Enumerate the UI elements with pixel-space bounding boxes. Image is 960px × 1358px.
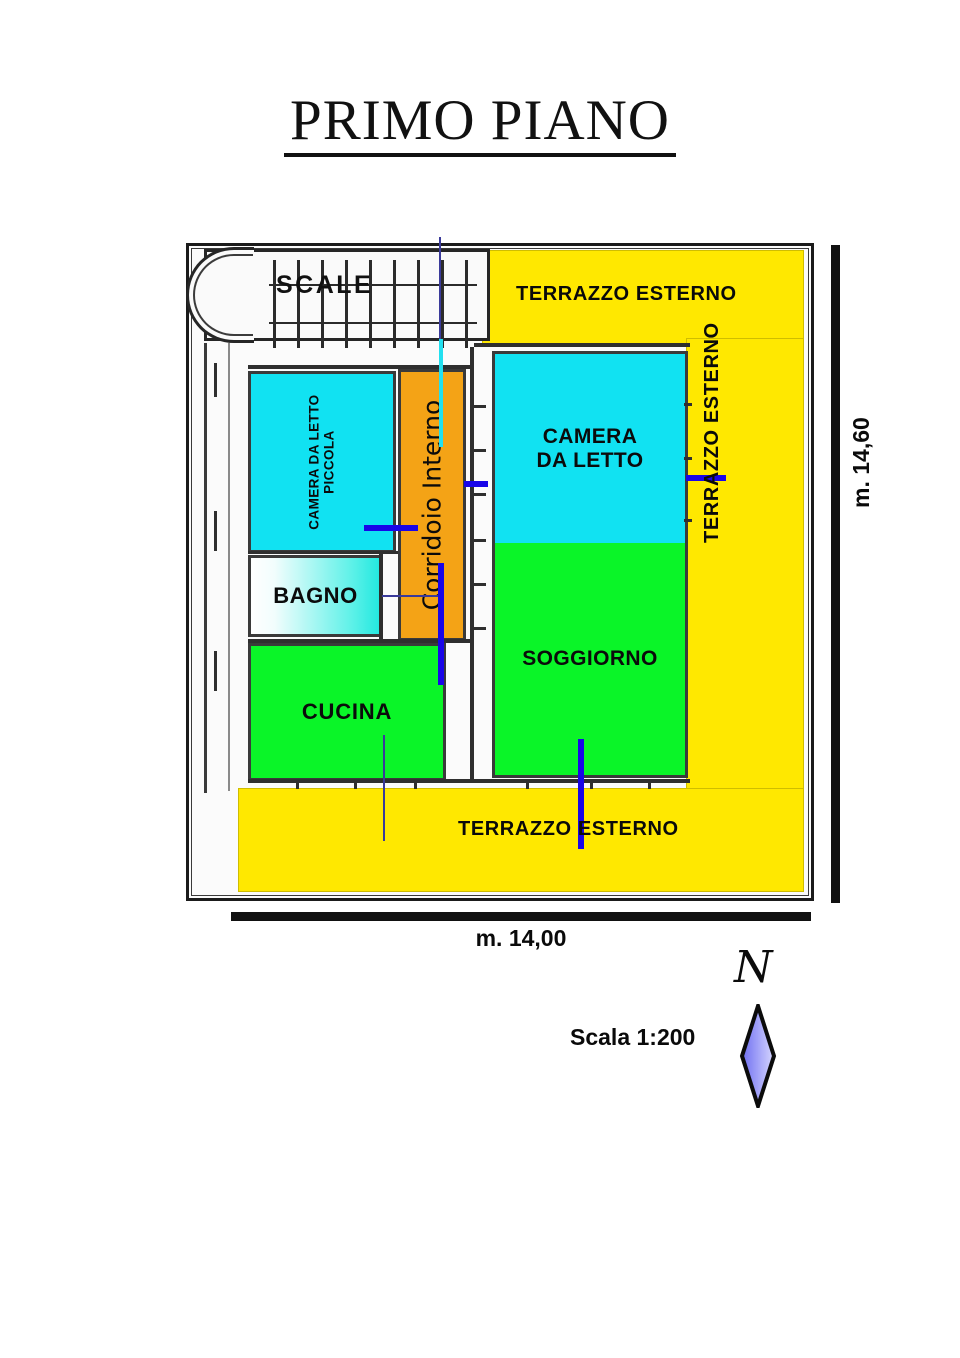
wall-window-mark [214,511,217,551]
opening-marker-cucina [383,735,385,841]
wall-window-mark [472,449,486,452]
wall-segment [248,365,470,369]
opening-marker-stairs [439,237,441,339]
wall-segment [414,779,417,789]
wall-window-mark [684,519,692,522]
door-marker-corridoio-bottom [438,563,444,685]
wall-segment [248,551,398,554]
north-letter: N [734,942,773,993]
wall-segment [354,779,357,789]
terrace-area-bottom [238,788,804,892]
door-marker-soggiorno [578,739,584,849]
door-marker-camera-right [686,475,726,481]
dimension-label-height: m. 14,60 [848,417,874,508]
wall-window-mark [684,457,692,460]
room-cucina[interactable]: CUCINA [248,643,446,781]
wall-segment [470,347,474,783]
room-soggiorno[interactable]: SOGGIORNO [492,543,688,778]
floor-plan-drawing: SCALE CAMERA DA LETTO PICCOLA BAGNO Corr… [186,237,818,905]
terrace-area-top [482,250,804,346]
north-arrow-icon [739,1004,777,1108]
terrace-area-right [686,338,804,798]
north-indicator: N [726,942,790,1108]
door-marker-bagno [382,595,440,597]
page-title: PRIMO PIANO [0,88,960,157]
wall-window-mark [214,651,217,691]
door-marker-corridoio-right [464,481,488,487]
room-corridoio-interno[interactable]: Corridoio Interno [398,369,466,641]
wall-window-mark [472,405,486,408]
room-label: CUCINA [301,698,393,724]
wall-window-mark [472,627,486,630]
room-label: SOGGIORNO [522,647,658,671]
terrace-label-bottom: TERRAZZO ESTERNO [458,818,679,840]
wall-segment [296,779,299,789]
staircase-label: SCALE [276,271,374,299]
terrace-label-right: TERRAZZO ESTERNO [701,322,723,543]
stair-treads [269,260,477,348]
room-label: CAMERA DA LETTO PICCOLA [306,394,337,530]
wall-segment [590,779,593,789]
wall-segment [248,779,470,783]
wall-segment [648,779,651,789]
wall-window-mark [472,539,486,542]
wall-segment [474,343,690,347]
wall-window-mark [472,493,486,496]
dimension-label-width: m. 14,00 [475,925,567,951]
building-outline-inner [191,248,809,896]
dimension-bar-horizontal [231,912,811,921]
wall-window-mark [472,583,486,586]
door-marker-camera-piccola [364,525,418,531]
wall-segment [379,551,383,641]
page-title-text: PRIMO PIANO [284,91,676,157]
room-label: CAMERA DA LETTO [536,424,644,472]
terrace-label-top: TERRAZZO ESTERNO [516,283,737,305]
door-marker-corridoio-top [439,339,443,447]
wall-left-vertical [204,343,207,793]
room-camera-da-letto[interactable]: CAMERA DA LETTO [492,351,688,543]
scale-label: Scala 1:200 [570,1024,696,1050]
wall-window-mark [684,403,692,406]
wall-window-mark [214,363,217,397]
wall-segment [526,779,529,789]
room-label: BAGNO [273,582,358,608]
room-bagno[interactable]: BAGNO [248,555,383,637]
dimension-bar-vertical [831,245,840,903]
wall-left-vertical-inner [228,343,230,791]
wall-segment [248,639,470,643]
